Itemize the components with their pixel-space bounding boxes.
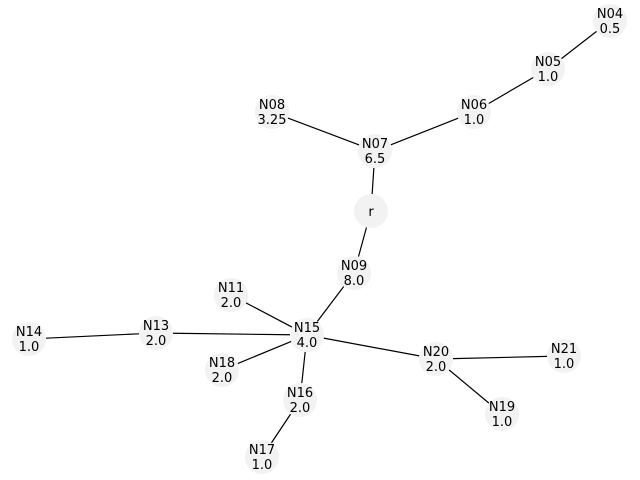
node-circle [255,95,289,129]
node-label: N18 [209,356,235,371]
edge-N20-N21 [452,355,548,360]
node-value: 1.0 [19,340,40,355]
node-value: 1.0 [464,113,485,128]
node-value: 4.0 [297,336,318,351]
node-value: 2.0 [426,360,447,375]
edge-N15-N13 [172,332,291,336]
edge-N20-N19 [448,369,490,404]
node-label: N15 [294,321,320,336]
node-value: 8.0 [344,274,365,289]
node-circle [283,383,317,417]
node-value: 2.0 [146,334,167,349]
edge-r-N07 [371,167,375,195]
node-value: 2.0 [221,296,242,311]
node-label: N08 [259,98,285,113]
edge-N06-N05 [488,77,534,104]
node-circle [139,316,173,350]
node-circle [485,397,519,431]
node-circle [12,322,46,356]
edge-N15-N16 [301,351,306,384]
node-circle [593,4,627,38]
edge-N15-N11 [245,302,293,328]
node-label: N14 [16,325,42,340]
node-value: 1.0 [554,357,575,372]
node-label: N05 [535,55,561,70]
node-circle [531,52,565,86]
node-value: 1.0 [252,458,273,473]
node-circle [245,440,279,474]
node-value: 1.0 [492,415,513,430]
edge-r-N09 [357,227,368,257]
node-label: N04 [597,7,623,22]
node-value: 3.25 [258,113,287,128]
edge-N07-N06 [390,117,459,146]
node-label: N11 [218,281,244,296]
edge-N13-N14 [45,333,140,339]
node-circle [547,339,581,373]
node-label: N09 [341,259,367,274]
node-circle [205,353,239,387]
node-r: r [354,194,388,228]
edge-N05-N04 [561,30,597,60]
node-value: 2.0 [290,401,311,416]
node-label: N20 [423,345,449,360]
edge-N16-N17 [270,413,292,444]
node-label: N07 [362,137,388,152]
edge-N15-N18 [237,340,292,365]
node-label: N21 [551,342,577,357]
node-label: N06 [461,98,487,113]
node-value: 6.5 [365,152,386,167]
node-circle [337,256,371,290]
node-value: 0.5 [600,22,621,37]
node-layer: rN040.5N051.0N061.0N076.5N083.25N098.0N1… [12,4,627,474]
edge-N09-N15 [316,286,345,322]
node-value: 1.0 [538,70,559,85]
node-label: N16 [287,386,313,401]
node-label: N19 [489,400,515,415]
node-label: N17 [249,443,275,458]
node-value: 2.0 [212,371,233,386]
edge-N15-N20 [323,337,420,357]
node-circle [214,278,248,312]
node-circle [354,194,388,228]
edge-N07-N08 [287,117,360,146]
node-label: N13 [143,319,169,334]
node-circle [419,342,453,376]
node-circle [358,134,392,168]
node-label: r [368,205,374,220]
node-circle [457,95,491,129]
node-circle [290,318,324,352]
edge-layer [45,30,597,444]
